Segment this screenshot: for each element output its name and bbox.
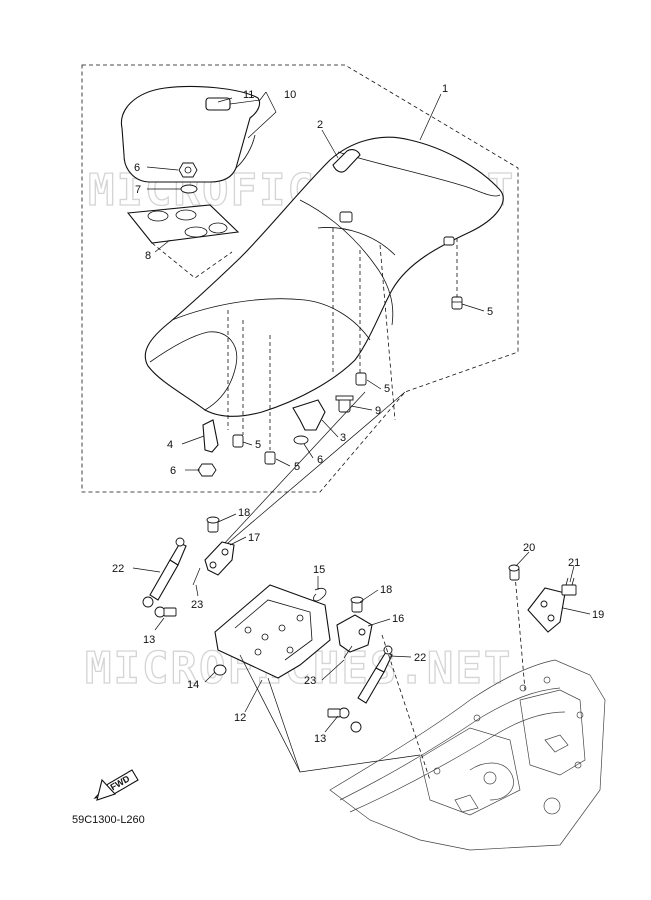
- diagram-code: 59C1300-L260: [72, 814, 145, 826]
- callout-22-left: 22: [112, 563, 124, 575]
- bolt-5-mid: [355, 372, 367, 386]
- callout-4: 4: [167, 439, 173, 451]
- rivet-14: [213, 664, 227, 676]
- callout-13-right: 13: [314, 733, 326, 745]
- callout-16: 16: [392, 613, 404, 625]
- callout-20: 20: [523, 542, 535, 554]
- callout-19: 19: [592, 609, 604, 621]
- callout-12: 12: [234, 712, 246, 724]
- pin-23-left: [192, 567, 201, 586]
- seat-stud: [339, 211, 353, 223]
- bolt-18-top: [206, 516, 220, 533]
- callout-6-left: 6: [170, 465, 176, 477]
- callout-5-right: 5: [487, 306, 493, 318]
- callout-3: 3: [340, 432, 346, 444]
- frame-section: [329, 659, 606, 851]
- bolt-20: [508, 564, 520, 581]
- hinge-17: [204, 541, 235, 576]
- callout-23-right: 23: [304, 675, 316, 687]
- callout-8: 8: [145, 250, 151, 262]
- passenger-seat-cover: [120, 85, 261, 183]
- bolt-5-lower: [264, 451, 276, 465]
- seat-group-boundary: [81, 64, 519, 493]
- seat-hinge-bracket: [214, 584, 331, 679]
- callout-17: 17: [248, 532, 260, 544]
- callout-22-right: 22: [414, 652, 426, 664]
- callout-9: 9: [375, 405, 381, 417]
- callout-18-top: 18: [238, 507, 250, 519]
- gas-damper-right: [350, 645, 393, 733]
- callout-1: 1: [442, 83, 448, 95]
- fwd-arrow-icon: FWD: [93, 769, 139, 801]
- callout-18-right: 18: [380, 584, 392, 596]
- bracket-19: [527, 587, 566, 633]
- seat-bracket-4: [202, 419, 219, 453]
- bolt-18-right: [350, 596, 364, 613]
- ball-stud-13-left: [154, 606, 177, 618]
- cover-bracket: [126, 204, 240, 279]
- bolt-9: [335, 395, 354, 413]
- nut-6-top: [178, 162, 198, 178]
- bolt-5-right: [451, 296, 463, 310]
- callout-13-left: 13: [143, 634, 155, 646]
- callout-14: 14: [187, 679, 199, 691]
- gas-damper-left: [142, 537, 187, 608]
- nut-6-left: [197, 463, 217, 477]
- clip-15: [313, 587, 327, 602]
- washer-7: [180, 184, 198, 194]
- connector-21: [561, 577, 577, 596]
- callout-15: 15: [313, 564, 325, 576]
- callout-5-mid: 5: [384, 383, 390, 395]
- callout-5-left: 5: [255, 439, 261, 451]
- seat-bracket-3: [292, 399, 326, 431]
- callouts: 1 2 3 4 5 5 5 5 6 6 6 7 8 9 10 11 12 13 …: [112, 83, 604, 745]
- callout-23-left: 23: [191, 599, 203, 611]
- callout-6-top: 6: [134, 162, 140, 174]
- callout-5-lower: 5: [294, 461, 300, 473]
- bolt-5-left: [232, 434, 244, 448]
- pin-23-right: [343, 645, 353, 659]
- nut-6-right: [293, 435, 309, 445]
- callout-6-right: 6: [317, 454, 323, 466]
- callout-10: 10: [284, 89, 296, 101]
- leader-lines: [132, 91, 591, 733]
- hinge-16: [336, 614, 373, 653]
- seat: [144, 136, 504, 450]
- callout-7: 7: [135, 184, 141, 196]
- seat-stud-2: [443, 236, 455, 246]
- callout-11: 11: [243, 89, 254, 101]
- callout-2: 2: [317, 119, 323, 131]
- ball-stud-13-right: [327, 707, 350, 719]
- callout-21: 21: [568, 557, 580, 569]
